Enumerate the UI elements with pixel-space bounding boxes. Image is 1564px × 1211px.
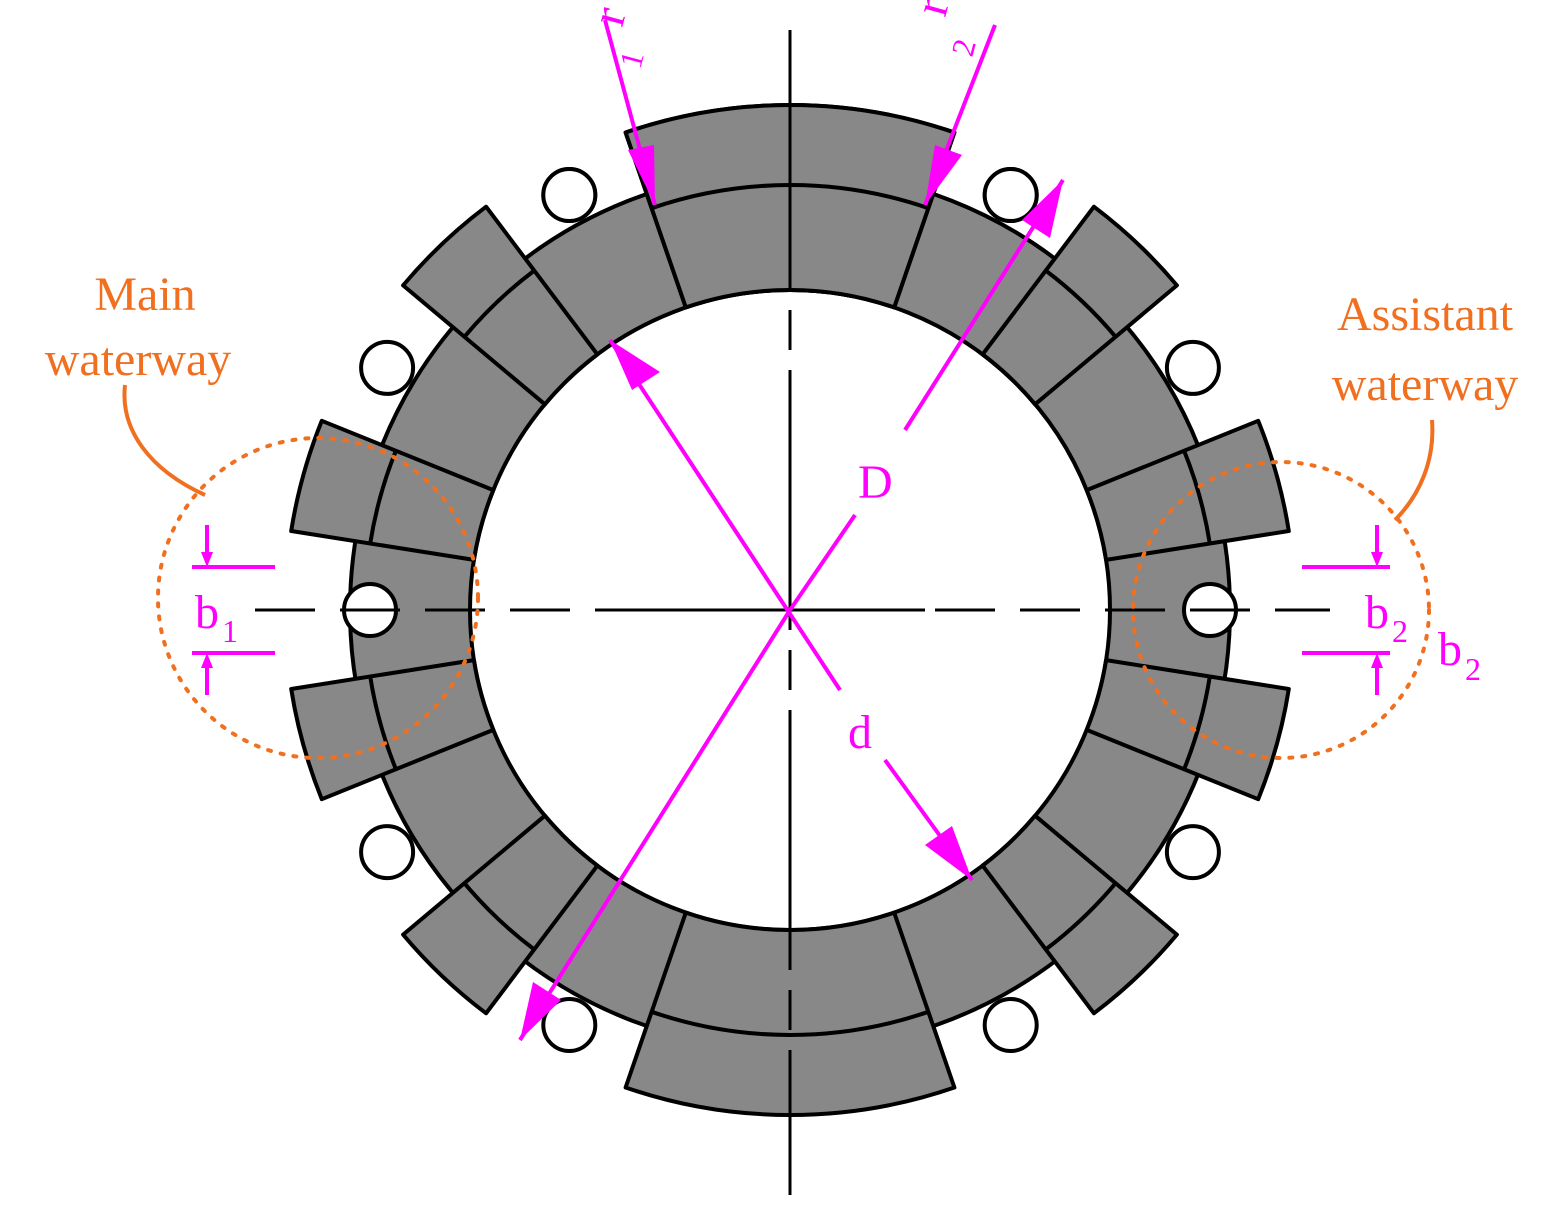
- assistant-waterway-label-line2: waterway: [1332, 358, 1519, 411]
- outer-diameter-arrow-bottom: [520, 982, 561, 1040]
- width-1-subscript: 1: [222, 613, 238, 649]
- bearing-hole: [359, 339, 416, 396]
- width-2-arrow-top: [1371, 552, 1383, 567]
- bearing-stave: [289, 658, 496, 802]
- bearing-stave: [980, 813, 1179, 1016]
- bearing-hole: [541, 997, 598, 1053]
- width-2-arrow-bottom: [1371, 653, 1383, 668]
- radius-1-label: r: [581, 2, 636, 31]
- waterway-annotations: Main waterway Assistant waterway: [45, 268, 1519, 760]
- stave-layer-line: [1182, 450, 1212, 544]
- main-waterway-label-line2: waterway: [45, 333, 232, 386]
- radius-2-label-text: r: [904, 0, 959, 21]
- stave-layer-line: [650, 1009, 930, 1037]
- assistant-waterway-circle: [1131, 460, 1431, 760]
- width-1-label: b: [195, 586, 219, 639]
- bearing-hole: [541, 167, 598, 223]
- inner-diameter-arrow-bottom: [925, 826, 972, 880]
- assistant-waterway-leader: [1393, 419, 1435, 522]
- width-2-outer-label: b: [1438, 623, 1462, 676]
- bearing-stave: [1084, 658, 1291, 802]
- stave-layer-line: [462, 269, 536, 339]
- main-waterway-circle: [156, 436, 480, 760]
- stave-layer-line: [462, 881, 536, 951]
- bearing-stave: [401, 813, 600, 1016]
- outer-diameter-arrow-top: [1022, 180, 1063, 238]
- bearing-stave: [289, 418, 496, 562]
- stave-layer-line: [1044, 881, 1118, 951]
- width-2-label: b: [1365, 586, 1389, 639]
- outer-diameter-label: D: [858, 456, 893, 509]
- inner-diameter-arrow-top: [610, 340, 660, 390]
- bearing-hole: [982, 997, 1039, 1053]
- radius-1-label-text: r: [581, 2, 636, 31]
- outer-diameter-line-lower: [518, 608, 792, 1042]
- width-1-arrow-bottom: [201, 653, 213, 668]
- bearing-hole: [1164, 339, 1221, 396]
- main-waterway-leader: [122, 384, 206, 497]
- width-2-subscript: 2: [1392, 613, 1408, 649]
- radius-2-subscript: 2: [944, 35, 983, 60]
- main-waterway-label-line1: Main: [94, 268, 195, 321]
- dimension-lines: D d r 1 r 2 b 1: [192, 0, 1481, 1042]
- radius-1-arrow: [628, 145, 655, 205]
- bearing-hole: [982, 167, 1039, 223]
- outer-diameter-line-mid: [788, 513, 857, 612]
- bearing-stave: [980, 204, 1179, 407]
- bearing-hole: [1164, 824, 1221, 881]
- inner-diameter-line-upper: [608, 338, 842, 692]
- width-1-arrow-top: [201, 552, 213, 567]
- stave-layer-line: [368, 676, 398, 770]
- inner-diameter-label: d: [848, 706, 872, 759]
- bearing-holes: [342, 167, 1238, 1053]
- bearing-hole: [359, 824, 416, 881]
- width-2-outer-subscript: 2: [1465, 651, 1481, 687]
- stave-layer-line: [1182, 676, 1212, 770]
- bearing-stave: [401, 204, 600, 407]
- assistant-waterway-label-line1: Assistant: [1337, 288, 1514, 341]
- radius-2-arrow: [925, 145, 962, 205]
- radius-2-label: r: [904, 0, 959, 21]
- stave-layer-line: [1044, 269, 1118, 339]
- bearing-stave: [1084, 418, 1291, 562]
